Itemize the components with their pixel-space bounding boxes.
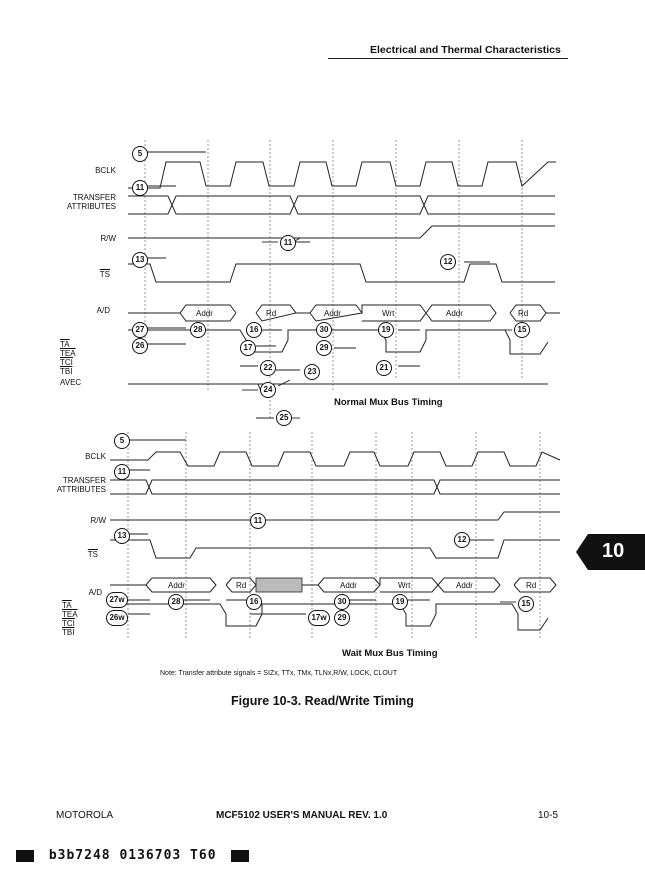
timing-marker-bottom-29: 29	[334, 610, 350, 626]
timing-marker-bottom-28: 28	[168, 594, 184, 610]
bus-label: Wrt	[398, 581, 411, 590]
bus-label: Addr	[446, 309, 463, 318]
timing-marker-top-27: 27	[132, 322, 148, 338]
timing-marker-top-30: 30	[316, 322, 332, 338]
bus-label: Addr	[340, 581, 357, 590]
signal-label-rw: R/W	[90, 516, 106, 525]
chapter-tab-arrow	[576, 534, 588, 570]
timing-marker-top-24: 24	[260, 382, 276, 398]
timing-marker-top-16: 16	[246, 322, 262, 338]
timing-marker-bottom-11: 11	[250, 513, 266, 529]
bottom-diagram-title: Wait Mux Bus Timing	[342, 648, 438, 659]
signal-label-bclk: BCLK	[85, 452, 106, 461]
signal-label-transfer-attributes: TRANSFER ATTRIBUTES	[66, 193, 116, 211]
timing-marker-bottom-27w: 27w	[106, 592, 128, 608]
signal-label-transfer-attributes: TRANSFER ATTRIBUTES	[56, 476, 106, 494]
bus-label: Wrt	[382, 309, 395, 318]
scan-code-text: b3b7248 0136703 T60	[48, 848, 217, 863]
signal-label-avec: AVEC	[60, 378, 82, 387]
timing-marker-bottom-11: 11	[114, 464, 130, 480]
timing-marker-top-19: 19	[378, 322, 394, 338]
timing-marker-top-12: 12	[440, 254, 456, 270]
timing-marker-bottom-12: 12	[454, 532, 470, 548]
timing-marker-top-28: 28	[190, 322, 206, 338]
bclk-waveform-bottom	[110, 451, 561, 467]
bus-label: Rd	[236, 581, 247, 590]
timing-marker-top-15: 15	[514, 322, 530, 338]
bus-label: Rd	[266, 309, 277, 318]
timing-marker-bottom-13: 13	[114, 528, 130, 544]
timing-marker-top-21: 21	[376, 360, 392, 376]
scan-code: b3b7248 0136703 T60	[16, 848, 250, 863]
timing-marker-bottom-30: 30	[334, 594, 350, 610]
bus-label: Addr	[324, 309, 341, 318]
chapter-tab-label: 10	[602, 540, 625, 562]
figure-title: Figure 10-3. Read/Write Timing	[231, 694, 414, 708]
signal-label-ad: A/D	[96, 306, 110, 315]
timing-marker-bottom-15: 15	[518, 596, 534, 612]
timing-marker-bottom-5: 5	[114, 433, 130, 449]
timing-marker-top-17: 17	[240, 340, 256, 356]
bclk-waveform-top	[128, 161, 556, 189]
scan-block-icon	[16, 849, 34, 862]
bus-label: Rd	[518, 309, 529, 318]
timing-marker-top-29: 29	[316, 340, 332, 356]
signal-label-bclk: BCLK	[95, 166, 116, 175]
footer-center: MCF5102 USER'S MANUAL REV. 1.0	[216, 810, 388, 821]
timing-marker-top-25: 25	[276, 410, 292, 426]
bus-label: Addr	[456, 581, 473, 590]
timing-marker-top-11: 11	[280, 235, 296, 251]
scan-block-icon	[231, 849, 250, 862]
top-diagram-title: Normal Mux Bus Timing	[334, 397, 443, 408]
timing-marker-top-26: 26	[132, 338, 148, 354]
bus-label: Addr	[168, 581, 185, 590]
signal-label-ta-tea-tci-tbi: TA TEA TCI TBI	[60, 340, 76, 376]
timing-marker-top-13: 13	[132, 252, 148, 268]
note: Note: Transfer attribute signals = SIZx,…	[160, 670, 398, 677]
signal-label-ts: TS	[99, 270, 110, 279]
timing-marker-bottom-26w: 26w	[106, 610, 128, 626]
timing-marker-top-11: 11	[132, 180, 148, 196]
timing-marker-bottom-16: 16	[246, 594, 262, 610]
bus-label: Rd	[526, 581, 537, 590]
header-rule	[328, 58, 568, 59]
bus-label: Addr	[196, 309, 213, 318]
timing-marker-bottom-17w: 17w	[308, 610, 330, 626]
footer-page-number: 10-5	[538, 810, 559, 821]
signal-label-ad: A/D	[88, 588, 102, 597]
timing-marker-bottom-19: 19	[392, 594, 408, 610]
footer-left: MOTOROLA	[56, 810, 114, 821]
timing-marker-top-23: 23	[304, 364, 320, 380]
chapter-tab: 10	[588, 534, 645, 570]
signal-label-ta-tea-tci-tbi: TA TEA TCI TBI	[62, 601, 78, 637]
timing-marker-top-5: 5	[132, 146, 148, 162]
section-title: Electrical and Thermal Characteristics	[370, 44, 561, 56]
signal-label-ts: TS	[87, 550, 98, 559]
timing-marker-top-22: 22	[260, 360, 276, 376]
signal-label-rw: R/W	[100, 234, 116, 243]
